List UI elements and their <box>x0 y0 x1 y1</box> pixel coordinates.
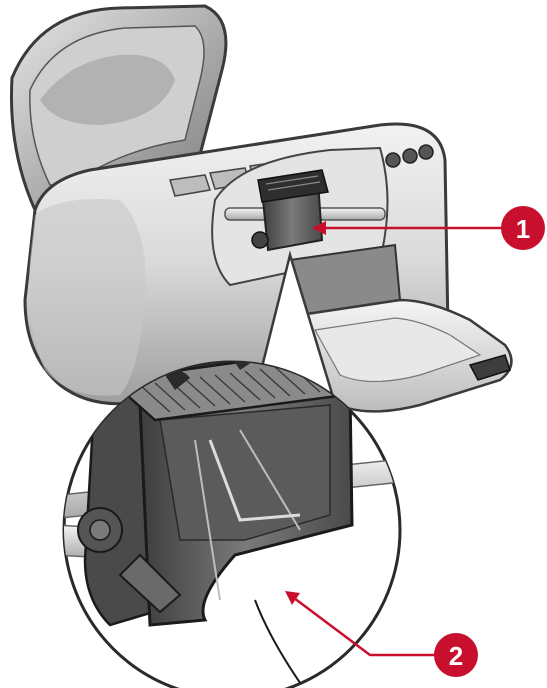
callout-2-arrowhead <box>285 591 300 605</box>
callout-2-number: 2 <box>449 641 463 671</box>
printer-lid <box>10 4 228 212</box>
callout-1-arrowhead <box>312 221 326 235</box>
callout-1-badge <box>501 206 545 250</box>
callout-2: 2 <box>285 591 478 677</box>
callout-2-badge <box>434 633 478 677</box>
magnified-detail <box>62 360 402 688</box>
callout-1-number: 1 <box>516 214 530 244</box>
output-tray <box>298 298 513 413</box>
callout-2-leader <box>289 594 440 657</box>
callout-1: 1 <box>312 206 545 250</box>
print-cartridge-small <box>251 169 329 252</box>
